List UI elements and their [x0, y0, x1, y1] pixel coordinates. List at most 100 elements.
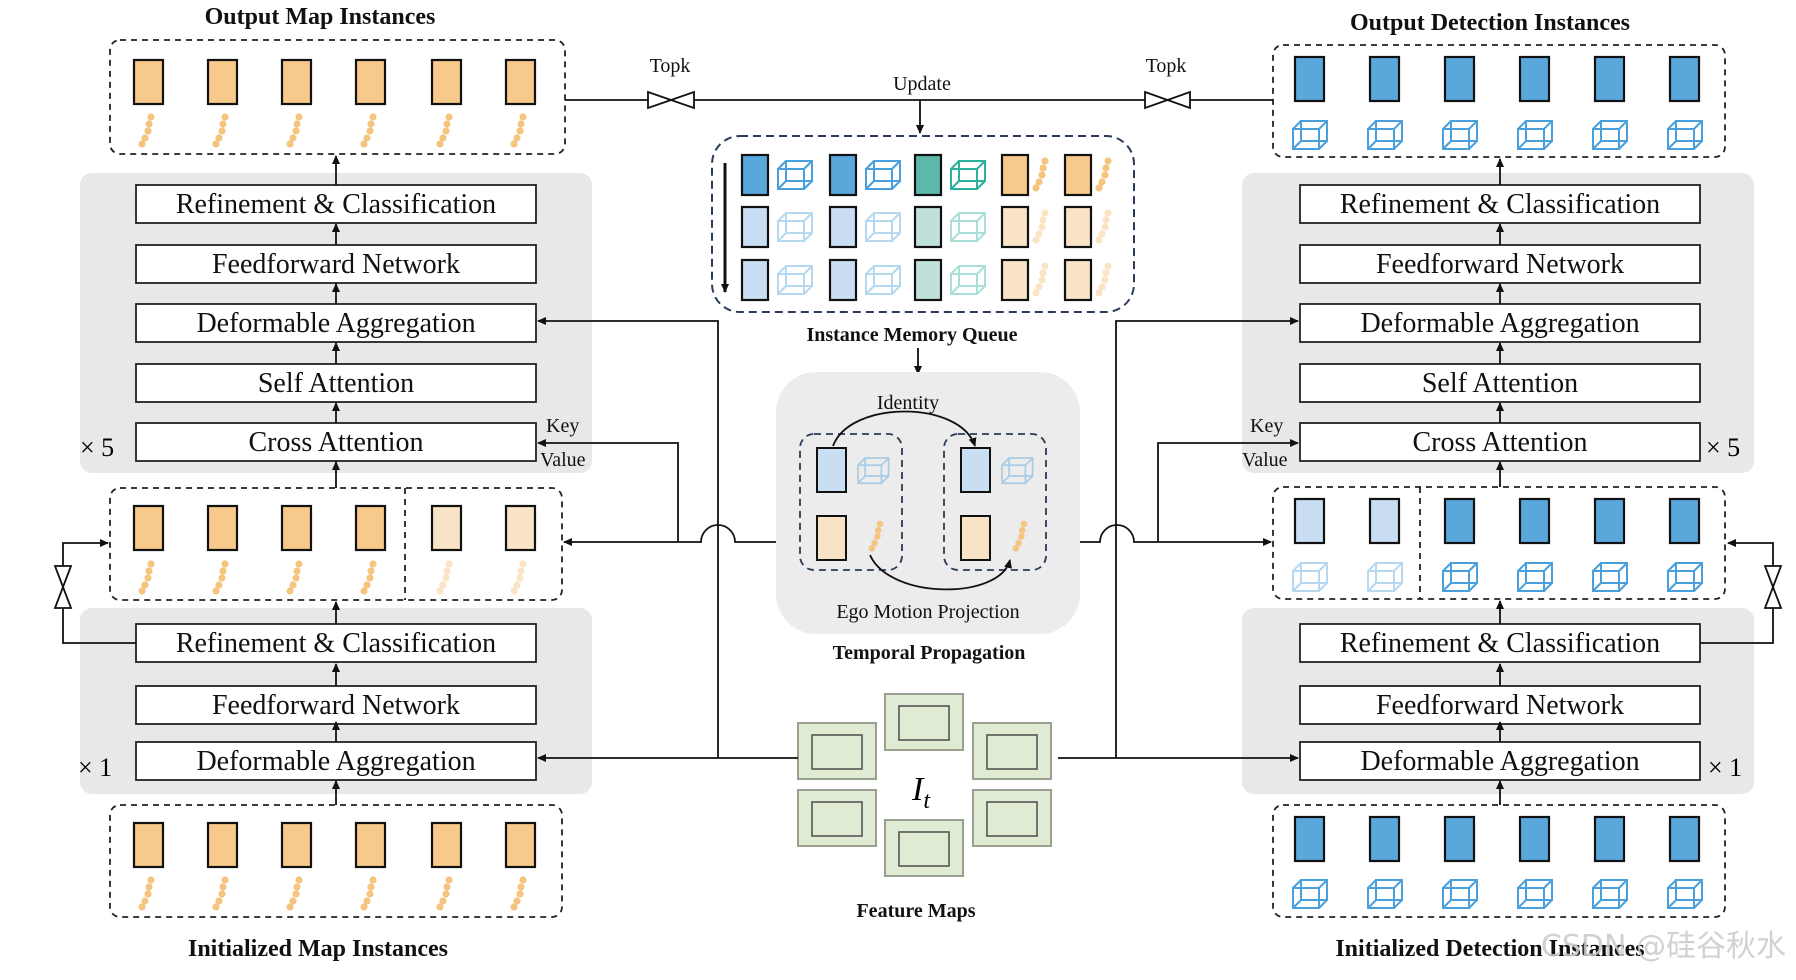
module-label: Deformable Aggregation: [196, 746, 475, 777]
box3d-icon: [1667, 562, 1703, 592]
temporal-propagation-title: Temporal Propagation: [833, 642, 1026, 664]
memory-queue-title: Instance Memory Queue: [806, 324, 1017, 346]
memory-instance-box: [913, 258, 943, 302]
module-label: Self Attention: [1422, 368, 1578, 399]
left-value-label: Value: [540, 449, 586, 471]
camera-feature-map: [884, 693, 964, 751]
map-instance-box: [206, 821, 239, 869]
feature-symbol: It: [911, 771, 931, 814]
map-instance-box: [430, 58, 463, 106]
detection-instance-box: [1368, 815, 1401, 863]
map-polyline-icon: [436, 876, 453, 911]
map-polyline-icon: [360, 113, 377, 148]
map-polyline-icon: [360, 560, 377, 595]
left-key-label: Key: [546, 415, 579, 437]
instance-memory-queue: [711, 135, 1135, 313]
box3d-icon: [1667, 879, 1703, 909]
feature-maps: [797, 693, 1052, 877]
box3d-icon: [1667, 120, 1703, 150]
detection-instance-box: [1593, 55, 1626, 103]
right-key-label: Key: [1250, 415, 1283, 437]
memory-box3d-icon: [778, 213, 812, 241]
init-det-title: Initialized Detection Instances: [1335, 936, 1644, 962]
memory-box3d-icon: [777, 160, 813, 190]
map-instance-box: [206, 504, 239, 552]
memory-instance-box: [740, 258, 770, 302]
detection-instance-box: [1368, 497, 1401, 545]
feature-maps-title: Feature Maps: [856, 900, 975, 922]
identity-group-right: [943, 433, 1047, 571]
self-attention-block: Self Attention: [1299, 363, 1701, 403]
memory-polyline-icon: [1095, 209, 1111, 243]
memory-box3d-icon: [951, 213, 985, 241]
ego-motion-label: Ego Motion Projection: [836, 601, 1019, 623]
map-polyline-icon: [138, 560, 155, 595]
init-map-title: Initialized Map Instances: [188, 936, 448, 962]
memory-instance-box: [913, 153, 943, 197]
map-polyline-icon: [510, 560, 526, 594]
identity-group-left: [799, 433, 903, 571]
detection-instance-box: [1668, 497, 1701, 545]
feedforward-network-block: Feedforward Network: [135, 244, 537, 284]
memory-instance-box: [1000, 153, 1030, 197]
map-instance-box: [430, 821, 463, 869]
detection-instance-box: [1293, 497, 1326, 545]
map-polyline-icon: [360, 876, 377, 911]
detection-instance-box: [1518, 497, 1551, 545]
module-label: Deformable Aggregation: [1360, 308, 1639, 339]
memory-box3d-icon: [865, 160, 901, 190]
memory-instance-box: [1063, 258, 1093, 302]
memory-instance-box: [1063, 153, 1093, 197]
module-label: Deformable Aggregation: [1360, 746, 1639, 777]
right-repeat-x5: × 5: [1706, 433, 1740, 462]
map-instance-box: [354, 821, 387, 869]
detection-instance-box: [1668, 815, 1701, 863]
refinement-classification-block: Refinement & Classification: [135, 184, 537, 224]
deformable-aggregation-block: Deformable Aggregation: [135, 741, 537, 781]
memory-box3d-icon: [950, 160, 986, 190]
memory-instance-box: [828, 258, 858, 302]
box3d-icon: [1292, 879, 1328, 909]
cross-attention-block: Cross Attention: [1299, 422, 1701, 462]
topk-right-label: Topk: [1146, 55, 1187, 77]
box3d-icon: [1517, 879, 1553, 909]
map-polyline-icon: [436, 113, 453, 148]
left-repeat-x5: × 5: [80, 433, 114, 462]
map-polyline-icon: [436, 560, 452, 594]
camera-feature-map: [972, 722, 1052, 780]
ego-motion-arc: [869, 554, 1012, 591]
box3d-icon: [1592, 562, 1628, 592]
feedforward-network-block: Feedforward Network: [1299, 685, 1701, 725]
output-map-title: Output Map Instances: [205, 4, 436, 30]
right-repeat-x1: × 1: [1708, 753, 1742, 782]
left-repeat-x1: × 1: [78, 753, 112, 782]
camera-feature-map: [797, 722, 877, 780]
map-instance-box: [132, 821, 165, 869]
box3d-icon: [1592, 120, 1628, 150]
watermark: CSDN @硅谷秋水: [1541, 929, 1786, 964]
detection-instance-box: [1443, 497, 1476, 545]
topk-update-line: [565, 90, 1273, 134]
map-instance-box: [430, 504, 463, 552]
box3d-icon: [1292, 120, 1328, 150]
map-polyline-icon: [212, 876, 229, 911]
self-attention-block: Self Attention: [135, 363, 537, 403]
map-polyline-icon: [212, 113, 229, 148]
connectors: [53, 155, 1783, 805]
update-label: Update: [893, 73, 951, 95]
box3d-icon: [1368, 563, 1402, 591]
detection-instance-box: [1518, 55, 1551, 103]
output-det-title: Output Detection Instances: [1350, 10, 1630, 36]
deformable-aggregation-block: Deformable Aggregation: [1299, 741, 1701, 781]
memory-polyline-icon: [1032, 209, 1048, 243]
module-label: Cross Attention: [248, 427, 423, 458]
box3d-icon: [1442, 879, 1478, 909]
initialized-detection-instances: [1272, 804, 1726, 918]
detection-instance-box: [1593, 815, 1626, 863]
detection-instance-box: [1443, 55, 1476, 103]
module-label: Refinement & Classification: [1340, 628, 1660, 659]
memory-instance-box: [1000, 205, 1030, 249]
module-label: Feedforward Network: [212, 690, 460, 721]
detection-instance-box: [1368, 55, 1401, 103]
